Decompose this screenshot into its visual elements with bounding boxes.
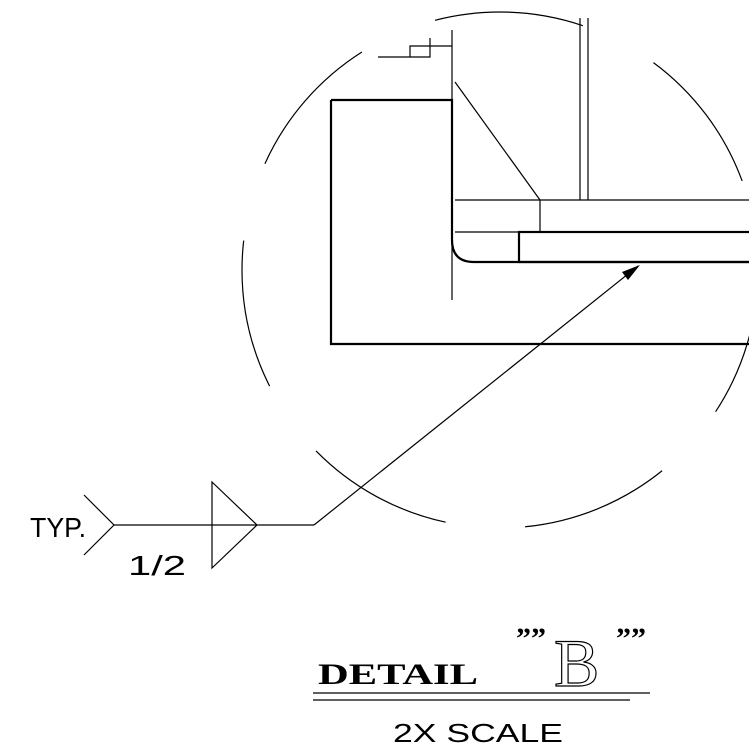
detail-title-word: DETAIL xyxy=(318,658,478,691)
angle-profile-lower xyxy=(329,100,749,346)
break-line-step xyxy=(378,38,431,58)
gusset-diagonal xyxy=(454,81,541,201)
detail-title-letter: B xyxy=(554,625,599,701)
weld-tail-icon xyxy=(83,494,115,556)
weld-size-label: 1/2 xyxy=(128,550,186,581)
detail-boundary-circle xyxy=(241,11,749,529)
weld-note-typ: TYP. xyxy=(30,512,86,543)
scale-label: 2X SCALE xyxy=(393,718,563,748)
bar-plate xyxy=(517,230,749,264)
fillet-weld-icon xyxy=(211,480,258,570)
title-quote-open: ”” xyxy=(516,622,546,655)
angle-profile-upper xyxy=(331,98,749,264)
weld-leader-line xyxy=(313,265,639,526)
arrowhead-icon xyxy=(622,265,640,280)
title-quote-close: ”” xyxy=(616,622,646,655)
break-line-step-inner xyxy=(409,45,452,57)
